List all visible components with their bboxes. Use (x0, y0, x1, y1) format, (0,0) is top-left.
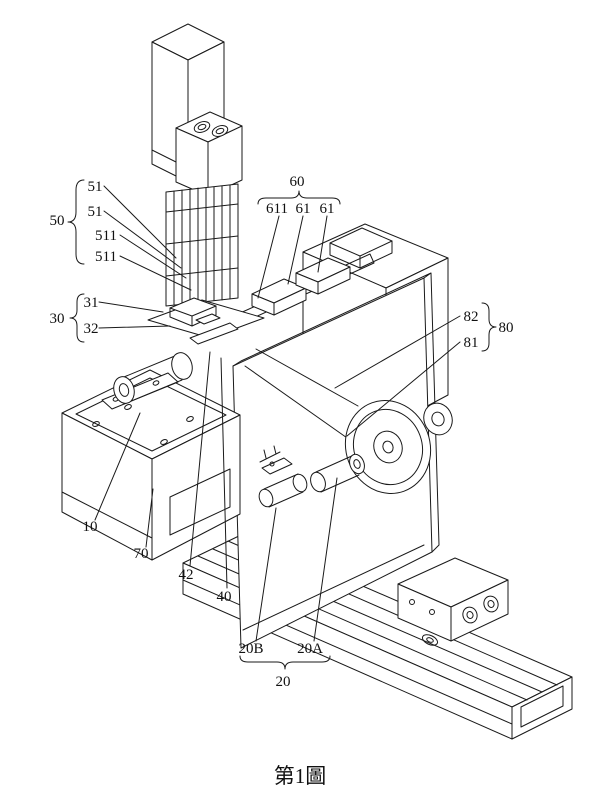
brace-20-group (240, 656, 330, 669)
figure-caption: 第1圖 (274, 764, 327, 788)
ref-label-70: 70 (134, 546, 149, 562)
vertical-slide-rails (166, 184, 238, 306)
ref-label-511b: 511 (95, 249, 117, 265)
ref-label-20A: 20A (297, 641, 323, 657)
ref-label-32: 32 (84, 321, 99, 337)
right-slide-block (398, 558, 508, 641)
ref-label-81: 81 (464, 335, 479, 351)
horizontal-slide-60 (238, 254, 374, 323)
ref-label-31: 31 (84, 295, 99, 311)
center-tooling (148, 298, 264, 344)
feed-cylinders-20 (257, 446, 367, 509)
reference-braces (68, 180, 496, 669)
ref-label-80: 80 (499, 320, 514, 336)
left-cylinder-assembly (102, 350, 195, 409)
pulley-belt-assembly (245, 349, 457, 506)
ref-label-61b: 61 (320, 201, 335, 217)
leader-lines (95, 186, 460, 641)
brace-80-group (482, 303, 496, 351)
ref-label-30: 30 (50, 311, 65, 327)
ref-label-40: 40 (217, 589, 232, 605)
ref-label-42: 42 (179, 567, 194, 583)
ref-label-611: 611 (266, 201, 288, 217)
ref-label-82: 82 (464, 309, 479, 325)
left-base-box (62, 370, 240, 560)
ref-label-61a: 61 (296, 201, 311, 217)
ref-label-511a: 511 (95, 228, 117, 244)
ref-label-10: 10 (83, 519, 98, 535)
brace-60-group (258, 191, 340, 204)
reference-labels: 51 51 50 511 511 31 30 32 10 70 42 40 60… (50, 174, 514, 690)
ref-label-20B: 20B (238, 641, 263, 657)
brace-30-group (70, 294, 84, 342)
brace-50-group (68, 180, 84, 264)
ref-label-51a: 51 (88, 179, 103, 195)
cylinder-block (176, 112, 242, 196)
ref-label-20: 20 (276, 674, 291, 690)
vertical-plate (233, 273, 439, 648)
ref-label-51b: 51 (88, 204, 103, 220)
ref-label-50: 50 (50, 213, 65, 229)
ref-label-60: 60 (290, 174, 305, 190)
